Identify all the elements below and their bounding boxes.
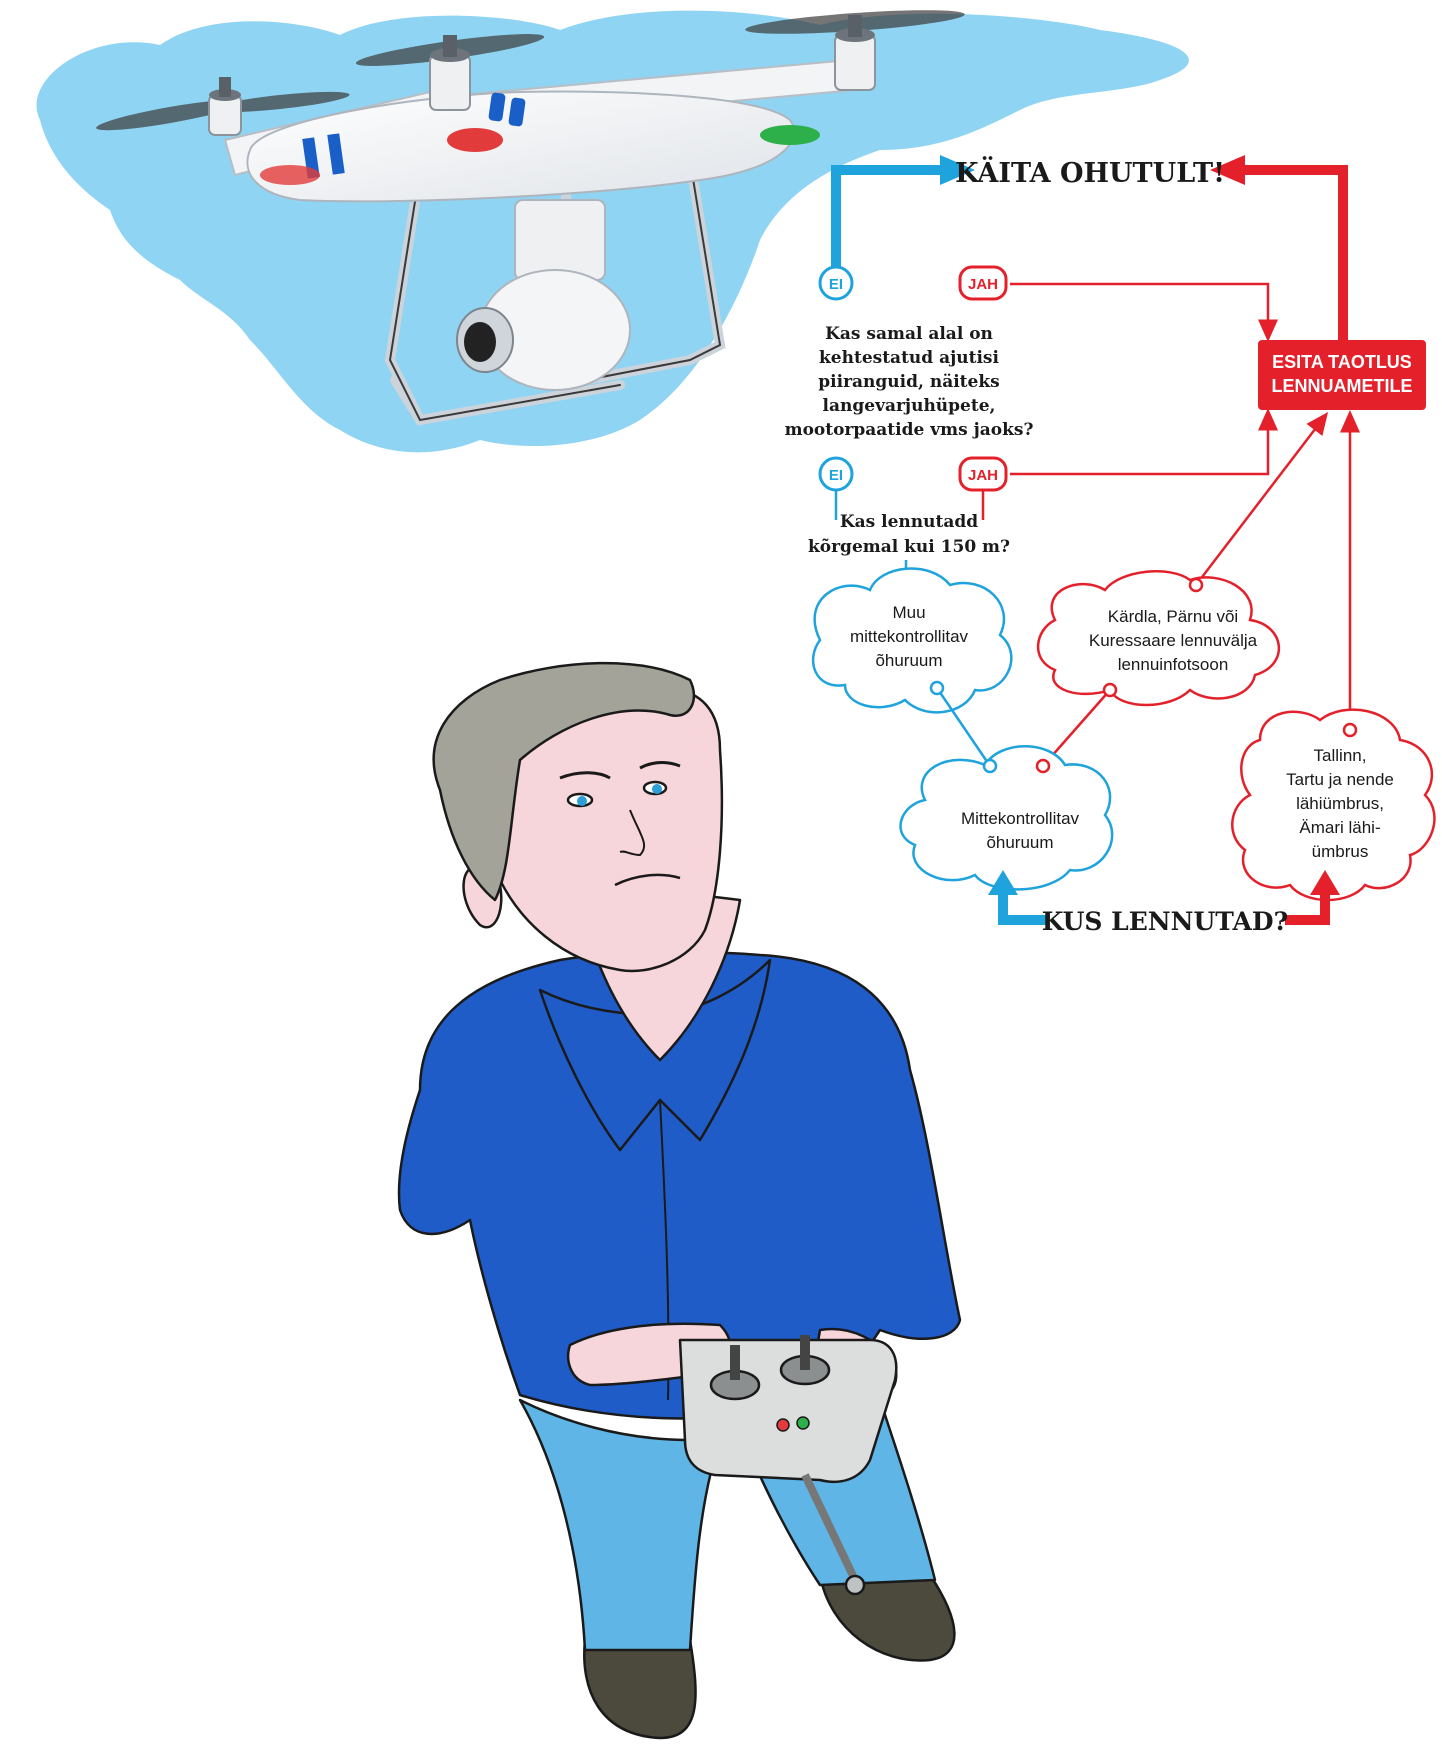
badge-yes-2: JAH xyxy=(958,456,1008,492)
svg-text:õhuruum: õhuruum xyxy=(875,651,942,670)
red-line-fiz xyxy=(1195,412,1329,586)
hair xyxy=(432,661,696,902)
svg-text:kehtestatud ajutisi: kehtestatud ajutisi xyxy=(819,348,999,368)
svg-text:Kas lennutadd: Kas lennutadd xyxy=(840,512,978,532)
apply-box: ESITA TAOTLUS LENNUAMETILE xyxy=(1258,340,1426,410)
svg-text:ESITA TAOTLUS: ESITA TAOTLUS xyxy=(1272,352,1412,372)
svg-text:Tartu ja nende: Tartu ja nende xyxy=(1286,770,1394,789)
drone-stripes xyxy=(302,92,526,179)
svg-text:Tallinn,: Tallinn, xyxy=(1314,746,1367,765)
question-altitude: Kas lennutadd kõrgemal kui 150 m? xyxy=(808,512,1010,557)
svg-text:Ämari lähi-: Ämari lähi- xyxy=(1299,818,1380,837)
mouth xyxy=(614,873,681,887)
svg-text:kõrgemal kui 150 m?: kõrgemal kui 150 m? xyxy=(808,537,1010,557)
camera-lens xyxy=(464,322,496,362)
red-arrow-to-goal xyxy=(1240,165,1348,340)
remote-controller xyxy=(678,1335,898,1596)
cloud-uncontrolled: Mittekontrollitav õhuruum xyxy=(899,745,1114,891)
red-line-jah-2 xyxy=(1010,408,1278,476)
blue-arrow-to-goal xyxy=(831,165,945,268)
red-line-jah-1 xyxy=(1010,282,1278,342)
svg-text:langevarjuhüpete,: langevarjuhüpete, xyxy=(823,396,996,416)
badge-yes-1: JAH xyxy=(958,265,1008,301)
right-shoe xyxy=(818,1573,956,1662)
svg-text:Kas samal alal on: Kas samal alal on xyxy=(825,324,993,344)
cloud-fiz: Kärdla, Pärnu või Kuressaare lennuvälja … xyxy=(1036,570,1281,707)
svg-text:mittekontrollitav: mittekontrollitav xyxy=(850,627,969,646)
drone xyxy=(96,10,965,426)
antenna xyxy=(801,1473,859,1582)
badge-no-1: EI xyxy=(818,265,854,301)
svg-text:ümbrus: ümbrus xyxy=(1312,842,1369,861)
svg-text:lennuinfotsoon: lennuinfotsoon xyxy=(1118,655,1229,674)
svg-text:piiranguid, näiteks: piiranguid, näiteks xyxy=(818,372,999,392)
drone-motors xyxy=(208,15,876,136)
svg-text:EI: EI xyxy=(829,467,843,484)
svg-text:EI: EI xyxy=(829,276,843,293)
red-led xyxy=(447,128,503,152)
camera-gimbal xyxy=(456,199,631,391)
svg-text:õhuruum: õhuruum xyxy=(986,833,1053,852)
svg-text:JAH: JAH xyxy=(968,467,998,484)
start-label: KUS LENNUTAD? xyxy=(1042,907,1289,936)
svg-text:Muu: Muu xyxy=(892,603,925,622)
question-restrictions: Kas samal alal on kehtestatud ajutisi pi… xyxy=(785,324,1034,440)
svg-text:Kuressaare lennuvälja: Kuressaare lennuvälja xyxy=(1089,631,1258,650)
svg-text:JAH: JAH xyxy=(968,276,998,293)
blue-line-other-to-uncontrolled xyxy=(935,687,992,767)
cloud-other-uncontrolled: Muu mittekontrollitav õhuruum xyxy=(811,567,1013,714)
badge-no-2: EI xyxy=(818,456,854,492)
green-led xyxy=(760,125,820,145)
svg-text:mootorpaatide vms jaoks?: mootorpaatide vms jaoks? xyxy=(785,420,1034,440)
blue-start-arrow xyxy=(998,890,1048,925)
flowchart: KÄITA OHUTULT! ESITA TAOTLUS LENNUAMETIL… xyxy=(785,155,1436,936)
red-start-arrow xyxy=(1285,890,1330,925)
svg-text:Mittekontrollitav: Mittekontrollitav xyxy=(961,809,1080,828)
goal-label: KÄITA OHUTULT! xyxy=(955,155,1225,189)
svg-text:Kärdla, Pärnu või: Kärdla, Pärnu või xyxy=(1108,607,1238,626)
svg-text:LENNUAMETILE: LENNUAMETILE xyxy=(1272,376,1413,396)
cloud-controlled: Tallinn, Tartu ja nende lähiümbrus, Ämar… xyxy=(1231,708,1436,902)
left-shoe xyxy=(583,1638,697,1740)
person xyxy=(397,661,962,1740)
svg-text:lähiümbrus,: lähiümbrus, xyxy=(1296,794,1384,813)
